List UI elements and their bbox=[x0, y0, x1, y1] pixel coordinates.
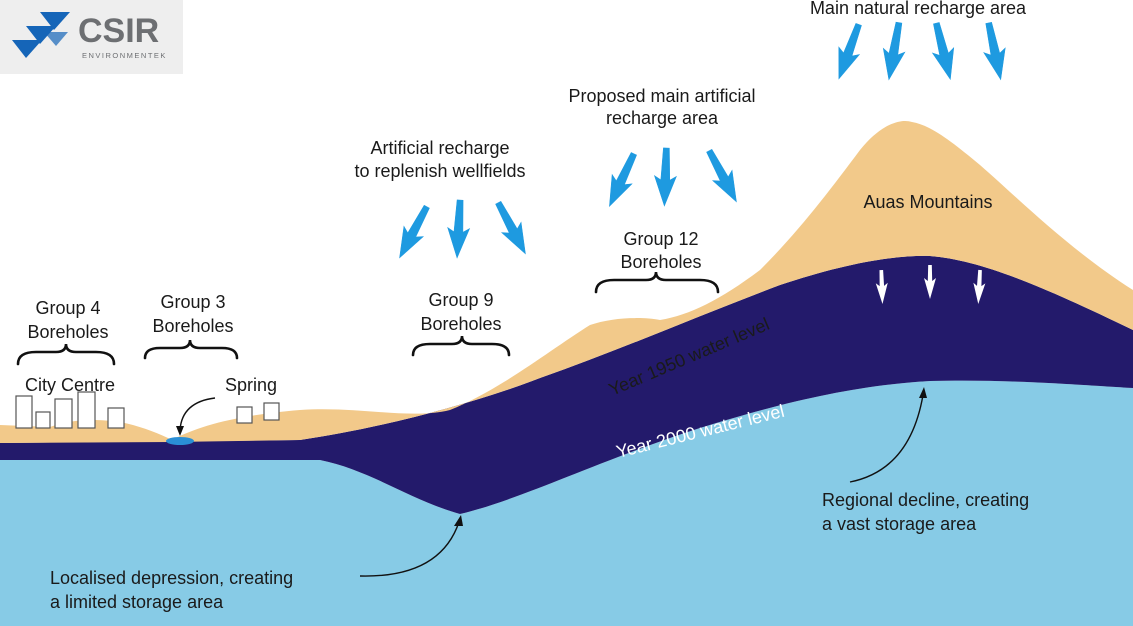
spring-pointer bbox=[179, 397, 216, 431]
label-group3-1: Group 3 bbox=[160, 292, 225, 312]
recharge-arrow bbox=[389, 201, 437, 264]
recharge-arrow bbox=[699, 145, 747, 208]
label-regional-2: a vast storage area bbox=[822, 514, 977, 534]
lower-water-zone bbox=[0, 380, 1133, 626]
csir-logo-icon bbox=[12, 12, 70, 58]
csir-logo-subtitle: ENVIRONMENTEK bbox=[82, 51, 167, 60]
recharge-arrow bbox=[488, 197, 536, 260]
ground-terrain bbox=[0, 120, 1133, 444]
city-buildings bbox=[15, 391, 280, 429]
recharge-arrow bbox=[977, 20, 1013, 83]
label-spring: Spring bbox=[225, 375, 277, 395]
spring-pointer-head bbox=[176, 426, 184, 436]
recharge-arrow bbox=[925, 20, 962, 83]
label-localised-1: Localised depression, creating bbox=[50, 568, 293, 588]
label-group9-1: Group 9 bbox=[428, 290, 493, 310]
recharge-arrow bbox=[877, 20, 911, 83]
recharge-arrow bbox=[828, 20, 870, 84]
group4-brace bbox=[16, 343, 116, 366]
group9-brace bbox=[411, 335, 511, 357]
borehole-braces bbox=[16, 271, 720, 366]
label-group9-2: Boreholes bbox=[420, 314, 501, 334]
pointer-lines bbox=[176, 387, 927, 577]
label-proposed-artificial-2: recharge area bbox=[606, 108, 719, 128]
localised-pointer-head bbox=[454, 515, 463, 526]
regional-pointer-head bbox=[919, 387, 927, 398]
label-city-centre: City Centre bbox=[25, 375, 115, 395]
spring-marker bbox=[166, 437, 194, 445]
csir-logo-name: CSIR bbox=[78, 12, 159, 50]
recharge-arrow bbox=[652, 147, 678, 207]
regional-pointer bbox=[849, 394, 924, 483]
label-artificial-replenish-1: Artificial recharge bbox=[370, 138, 509, 158]
group12-brace bbox=[594, 271, 720, 294]
label-regional-1: Regional decline, creating bbox=[822, 490, 1029, 510]
recharge-arrow bbox=[598, 148, 645, 212]
label-artificial-replenish-2: to replenish wellfields bbox=[354, 161, 525, 181]
csir-logo: CSIR ENVIRONMENTEK bbox=[0, 0, 183, 74]
group3-brace bbox=[143, 339, 239, 360]
upper-water-zone bbox=[0, 255, 1133, 514]
label-auas-mountains: Auas Mountains bbox=[863, 192, 992, 212]
label-proposed-artificial-1: Proposed main artificial bbox=[568, 86, 755, 106]
label-localised-2: a limited storage area bbox=[50, 592, 224, 612]
label-main-natural-recharge: Main natural recharge area bbox=[810, 0, 1027, 18]
label-group12-2: Boreholes bbox=[620, 252, 701, 272]
label-group12-1: Group 12 bbox=[623, 229, 698, 249]
localised-pointer bbox=[359, 521, 460, 577]
label-group4-2: Boreholes bbox=[27, 322, 108, 342]
label-group3-2: Boreholes bbox=[152, 316, 233, 336]
label-group4-1: Group 4 bbox=[35, 298, 100, 318]
recharge-arrow bbox=[445, 198, 472, 260]
